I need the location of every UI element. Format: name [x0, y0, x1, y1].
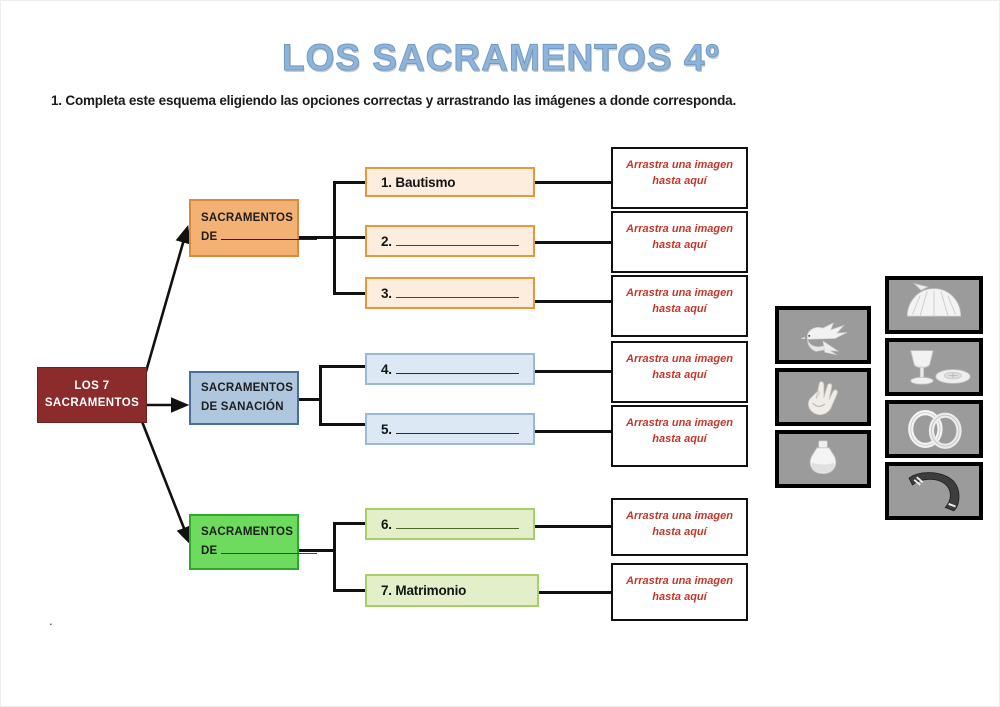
root-label-line2: SACRAMENTOS [44, 397, 140, 409]
connector-green-spine [333, 522, 336, 591]
connector-item-5-to-dropzone [535, 430, 611, 433]
category-service-line2: DE [201, 545, 218, 557]
image-chalice-paten[interactable] [885, 338, 983, 396]
dropzone-7-line1: Arrastra una imagen [626, 575, 733, 587]
connector-blue-branch-5 [319, 423, 365, 426]
item-box-4[interactable]: 4. [365, 353, 535, 385]
dropzone-6-line1: Arrastra una imagen [626, 510, 733, 522]
connector-item-1-to-dropzone [535, 181, 611, 184]
item-box-7[interactable]: 7. Matrimonio [365, 574, 539, 607]
category-healing-line2: DE SANACIÓN [201, 401, 284, 413]
dropzone-1-line1: Arrastra una imagen [626, 159, 733, 171]
connector-orange-branch-1 [333, 181, 365, 184]
category-service-line1: SACRAMENTOS [201, 526, 294, 538]
dropzone-1-line2: hasta aquí [652, 175, 707, 187]
item-5-number: 5. [381, 421, 392, 437]
connector-green-branch-7 [333, 589, 365, 592]
dropzone-4-line1: Arrastra una imagen [626, 353, 733, 365]
dropzone-7[interactable]: Arrastra una imagen hasta aquí [611, 563, 748, 621]
dropzone-5-line2: hasta aquí [652, 433, 707, 445]
category-healing-line1: SACRAMENTOS [201, 382, 294, 394]
dropzone-7-line2: hasta aquí [652, 591, 707, 603]
bottom-mark: . [49, 613, 53, 628]
category-initiation-line1: SACRAMENTOS [201, 212, 294, 224]
item-6-number: 6. [381, 516, 392, 532]
connector-blue-spine [319, 365, 322, 425]
dropzone-6[interactable]: Arrastra una imagen hasta aquí [611, 498, 748, 556]
dropzone-3-line1: Arrastra una imagen [626, 287, 733, 299]
connector-orange-branch-3 [333, 292, 365, 295]
dropzone-6-line2: hasta aquí [652, 526, 707, 538]
category-box-service[interactable]: SACRAMENTOS DE [189, 514, 318, 570]
item-7-number: 7. [381, 583, 392, 598]
page-title: LOS SACRAMENTOS 4º [282, 37, 720, 79]
dropzone-3-line2: hasta aquí [652, 303, 707, 315]
root-label-line1: LOS 7 [74, 380, 110, 392]
connector-green-stub [299, 549, 335, 552]
item-box-1[interactable]: 1. Bautismo [365, 167, 535, 197]
category-service-blank[interactable] [221, 542, 318, 554]
connector-blue-branch-4 [319, 365, 365, 368]
item-2-blank[interactable] [395, 235, 519, 246]
dropzone-3[interactable]: Arrastra una imagen hasta aquí [611, 275, 748, 337]
item-box-6[interactable]: 6. [365, 508, 535, 540]
dropzone-2[interactable]: Arrastra una imagen hasta aquí [611, 211, 748, 273]
instruction-text: 1. Completa este esquema eligiendo las o… [51, 93, 737, 108]
chalice-paten-icon [891, 342, 977, 392]
image-blessing-hand[interactable] [775, 368, 871, 426]
oil-vessel-icon [781, 434, 865, 484]
dropzone-2-line2: hasta aquí [652, 239, 707, 251]
item-6-blank[interactable] [395, 518, 519, 529]
connector-item-3-to-dropzone [535, 300, 611, 303]
dropzone-1[interactable]: Arrastra una imagen hasta aquí [611, 147, 748, 209]
connector-item-4-to-dropzone [535, 370, 611, 373]
dropzone-2-line1: Arrastra una imagen [626, 223, 733, 235]
category-box-healing[interactable]: SACRAMENTOS DE SANACIÓN [189, 371, 299, 425]
image-scallop-shell[interactable] [885, 276, 983, 334]
connector-green-branch-6 [333, 522, 365, 525]
wedding-rings-icon [891, 404, 977, 454]
connector-orange-branch-2 [333, 236, 365, 239]
image-oil-vessel[interactable] [775, 430, 871, 488]
item-box-5[interactable]: 5. [365, 413, 535, 445]
item-box-3[interactable]: 3. [365, 277, 535, 309]
category-initiation-line2: DE [201, 231, 218, 243]
item-4-number: 4. [381, 361, 392, 377]
dropzone-5[interactable]: Arrastra una imagen hasta aquí [611, 405, 748, 467]
dropzone-4-line2: hasta aquí [652, 369, 707, 381]
item-1-number: 1. [381, 174, 392, 190]
dropzone-4[interactable]: Arrastra una imagen hasta aquí [611, 341, 748, 403]
priest-stole-icon [891, 466, 977, 516]
connector-item-2-to-dropzone [535, 241, 611, 244]
category-initiation-blank[interactable] [221, 228, 318, 240]
item-1-label: Bautismo [395, 174, 456, 190]
image-wedding-rings[interactable] [885, 400, 983, 458]
root-node[interactable]: LOS 7 SACRAMENTOS [37, 367, 147, 423]
scallop-shell-icon [891, 280, 977, 330]
item-3-number: 3. [381, 285, 392, 301]
connector-blue-stub [299, 398, 321, 401]
item-2-number: 2. [381, 233, 392, 249]
category-box-initiation[interactable]: SACRAMENTOS DE [189, 199, 318, 257]
item-4-blank[interactable] [395, 363, 519, 374]
image-priest-stole[interactable] [885, 462, 983, 520]
image-dove[interactable] [775, 306, 871, 364]
connector-orange-stub [299, 236, 335, 239]
dove-icon [781, 310, 865, 360]
item-5-blank[interactable] [395, 423, 519, 434]
connector-item-7-to-dropzone [535, 591, 611, 594]
item-3-blank[interactable] [395, 287, 519, 298]
item-7-label: Matrimonio [395, 583, 467, 598]
item-box-2[interactable]: 2. [365, 225, 535, 257]
connector-item-6-to-dropzone [535, 525, 611, 528]
dropzone-5-line1: Arrastra una imagen [626, 417, 733, 429]
blessing-hand-icon [781, 372, 865, 422]
